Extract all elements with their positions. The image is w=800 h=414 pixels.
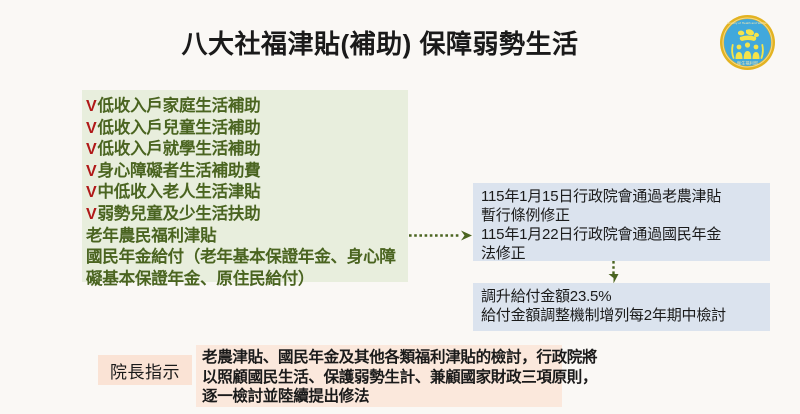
- legislation-line: 暫行條例修正: [481, 207, 570, 224]
- check-v-icon: V: [86, 184, 97, 202]
- list-item-label: 國民年金給付（老年基本保證年金、身心障: [86, 248, 396, 267]
- check-v-icon: V: [86, 205, 97, 223]
- svg-text:衛生福利部: 衛生福利部: [737, 60, 758, 67]
- list-item-label: 身心障礙者生活補助費: [97, 161, 261, 180]
- benefits-list-box: V低收入戶家庭生活補助 V低收入戶兒童生活補助 V低收入戶就學生活補助 V身心障…: [82, 90, 408, 288]
- list-item: V弱勢兒童及少生活扶助: [86, 204, 408, 226]
- list-item: V低收入戶兒童生活補助: [86, 118, 408, 140]
- list-item-label: 礙基本保證年金、原住民給付）: [86, 269, 315, 288]
- svg-text:Ministry of Health and Welfare: Ministry of Health and Welfare: [727, 21, 769, 25]
- instruction-line: 老農津貼、國民年金及其他各類福利津貼的檢討，行政院將: [202, 349, 598, 366]
- list-item-label: 老年農民福利津貼: [86, 226, 217, 245]
- instruction-line: 逐一檢討並陸續提出修法: [202, 388, 370, 405]
- list-item: V低收入戶家庭生活補助: [86, 96, 408, 118]
- list-item-label: 低收入戶家庭生活補助: [97, 97, 261, 115]
- ministry-logo-icon: Ministry of Health and Welfare 衛生福利部: [719, 14, 776, 71]
- legislation-line: 115年1月15日行政院會通過老農津貼: [481, 188, 722, 205]
- list-item: V中低收入老人生活津貼: [86, 182, 408, 204]
- list-item-label: 中低收入老人生活津貼: [97, 183, 261, 202]
- check-v-icon: V: [86, 119, 97, 137]
- list-item: 國民年金給付（老年基本保證年金、身心障: [86, 247, 408, 269]
- list-item-label: 低收入戶兒童生活補助: [97, 118, 261, 137]
- adjustment-line: 調升給付金額23.5%: [481, 288, 612, 305]
- payment-adjustment-box: 調升給付金額23.5% 給付金額調整機制增列每2年期中檢討: [473, 283, 770, 331]
- list-item-label: 弱勢兒童及少生活扶助: [97, 204, 261, 223]
- legislation-line: 法修正: [481, 245, 526, 262]
- list-item: V身心障礙者生活補助費: [86, 161, 408, 183]
- legislation-line: 115年1月22日行政院會通過國民年金: [481, 226, 722, 243]
- list-item: 礙基本保證年金、原住民給付）: [86, 269, 408, 291]
- page-title: 八大社福津貼(補助) 保障弱勢生活: [181, 29, 579, 59]
- premier-instruction-label: 院長指示: [98, 355, 192, 385]
- check-v-icon: V: [86, 98, 97, 115]
- instruction-line: 以照顧國民生活、保護弱勢生計、兼顧國家財政三項原則，: [202, 368, 598, 386]
- list-item: 老年農民福利津貼: [86, 226, 408, 248]
- premier-instruction-box: 老農津貼、國民年金及其他各類福利津貼的檢討，行政院將 以照顧國民生活、保護弱勢生…: [196, 345, 598, 407]
- list-item-label: 低收入戶就學生活補助: [97, 140, 261, 159]
- adjustment-line: 給付金額調整機制增列每2年期中檢討: [481, 307, 726, 324]
- list-item: V低收入戶就學生活補助: [86, 139, 408, 161]
- legislation-status-box: 115年1月15日行政院會通過老農津貼 暫行條例修正 115年1月22日行政院會…: [473, 183, 770, 262]
- dotted-arrow-right-icon: [409, 228, 473, 241]
- check-v-icon: V: [86, 162, 97, 180]
- check-v-icon: V: [86, 141, 97, 159]
- dotted-arrow-down-icon: [607, 261, 620, 284]
